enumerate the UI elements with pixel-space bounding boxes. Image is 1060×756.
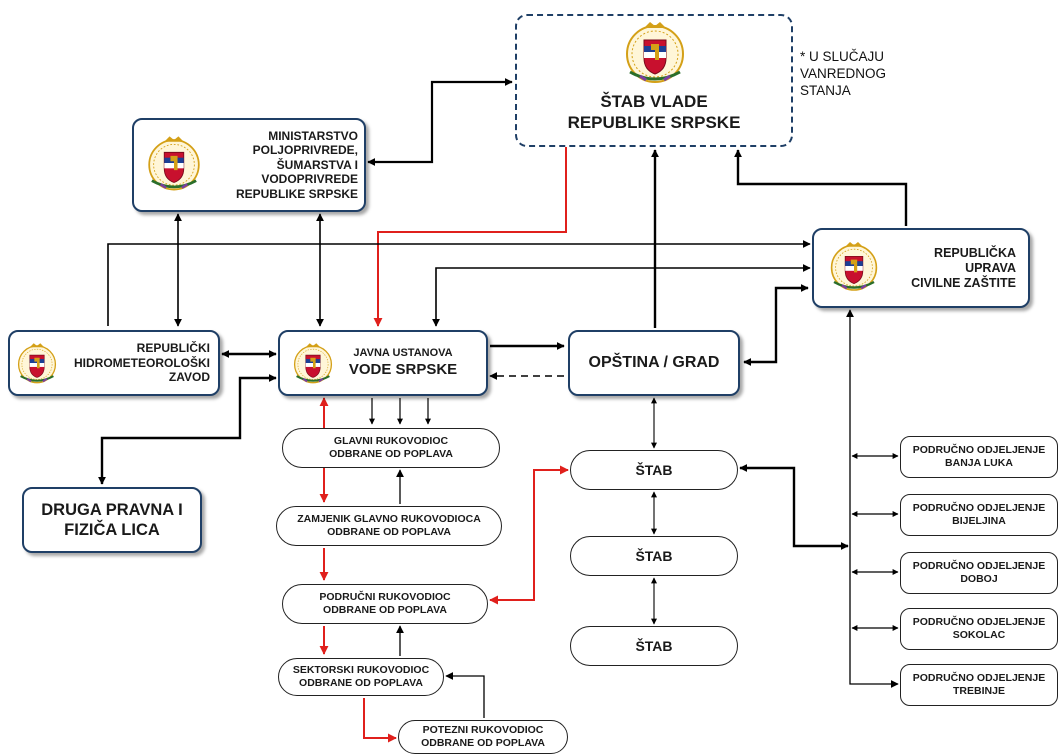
podrucno-odjeljenje-banja-luka: PODRUČNO ODJELJENJE BANJA LUKA (900, 436, 1058, 478)
edge-podrucni-stab-red (489, 465, 569, 605)
opstina-grad-box: OPŠTINA / GRAD (568, 330, 740, 396)
druga-lica-label: DRUGA PRAVNA I FIZIČA LICA (41, 501, 183, 539)
civilna-zastita-label: REPUBLIČKA UPRAVA CIVILNE ZAŠTITE (911, 245, 1016, 290)
sektorski-rukovodioc-node: SEKTORSKI RUKOVODIOC ODBRANE OD POPLAVA (278, 658, 444, 696)
edge-civilna-stab-vlade (734, 149, 908, 226)
edge-civilna-spine (846, 309, 899, 688)
stab-vlade-label: ŠTAB VLADE REPUBLIKE SRPSKE (567, 91, 741, 132)
coat-of-arms-icon (620, 20, 690, 89)
podrucni-rukovodioc-node: PODRUČNI RUKOVODIOC ODBRANE OD POPLAVA (282, 584, 488, 624)
edge-stab-odjeljenja (739, 464, 849, 550)
druga-lica-box: DRUGA PRAVNA I FIZIČA LICA (22, 487, 202, 553)
edge-potezni-sektorski (445, 672, 485, 718)
glavni-rukovodioc-node: GLAVNI RUKOVODIOC ODBRANE OD POPLAVA (282, 428, 500, 468)
podrucno-odjeljenje-doboj: PODRUČNO ODJELJENJE DOBOJ (900, 552, 1058, 594)
stab-node-3: ŠTAB (570, 626, 738, 666)
coat-of-arms-icon (290, 336, 336, 395)
vode-srpske-subtitle: JAVNA USTANOVA (353, 347, 453, 359)
edge-civilna-opstina (743, 284, 809, 366)
vode-srpske-title: VODE SRPSKE (348, 361, 458, 378)
coat-of-arms-icon (826, 236, 882, 301)
edge-hidro-civilna (107, 240, 811, 326)
opstina-grad-label: OPŠTINA / GRAD (588, 354, 720, 371)
ministarstvo-label: MINISTARSTVO POLJOPRIVREDE, ŠUMARSTVA I … (235, 128, 358, 201)
coat-of-arms-icon (14, 336, 60, 395)
podrucno-odjeljenje-sokolac: PODRUČNO ODJELJENJE SOKOLAC (900, 608, 1058, 650)
podrucno-odjeljenje-bijeljina: PODRUČNO ODJELJENJE BIJELJINA (900, 494, 1058, 536)
zamjenik-rukovodioca-node: ZAMJENIK GLAVNO RUKOVODIOCA ODBRANE OD P… (276, 506, 502, 546)
emergency-note: * U SLUČAJU VANREDNOG STANJA (800, 49, 887, 98)
edge-vode-stab-vlade-red (373, 137, 571, 327)
edge-vode-civilna (432, 264, 811, 327)
potezni-rukovodioc-node: POTEZNI RUKOVODIOC ODBRANE OD POPLAVA (398, 720, 568, 754)
edge-ministarstvo-stab-vlade (367, 78, 513, 166)
edge-sektorski-potezni-red (363, 698, 397, 743)
coat-of-arms-icon (143, 128, 205, 203)
podrucno-odjeljenje-trebinje: PODRUČNO ODJELJENJE TREBINJE (900, 664, 1058, 706)
stab-node-2: ŠTAB (570, 536, 738, 576)
hidromet-label: REPUBLIČKI HIDROMETEOROLOŠKI ZAVOD (73, 341, 210, 385)
stab-node-1: ŠTAB (570, 450, 738, 490)
edge-druga-vode (98, 374, 277, 485)
